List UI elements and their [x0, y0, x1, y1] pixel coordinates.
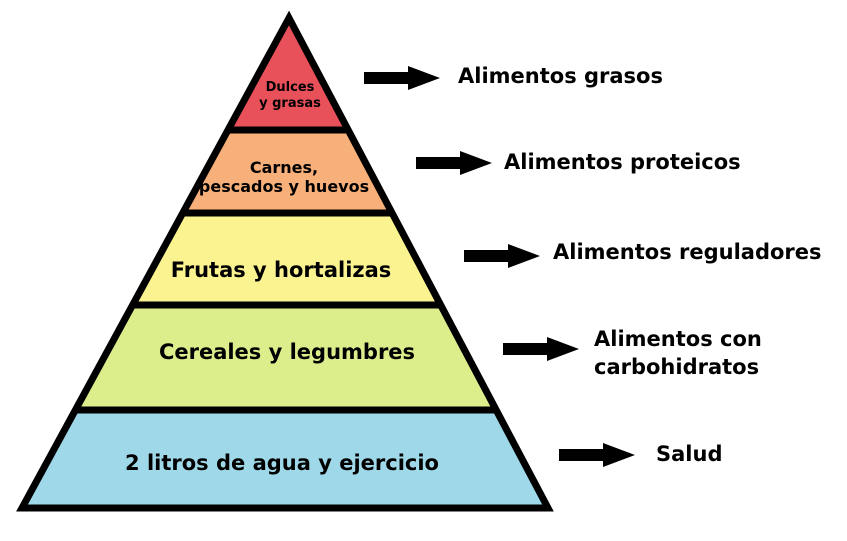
category-label-carbohydrates-line-1: Alimentos con: [594, 327, 762, 351]
tier-fruits-band: [132, 213, 441, 305]
tier-water-band: [22, 410, 548, 508]
category-label-health-line-1: Salud: [656, 442, 723, 466]
arrow-icon-regulators: [464, 244, 540, 268]
category-label-proteins: Alimentos proteicos: [504, 148, 741, 176]
category-label-fats-line-1: Alimentos grasos: [458, 64, 663, 88]
tier-sweets-band: [227, 18, 349, 130]
category-label-health: Salud: [656, 440, 722, 468]
pyramid-outline: [16, 10, 554, 512]
tier-label-sweets-line-2: y grasas: [259, 95, 321, 111]
tier-label-fruits: Frutas y hortalizas: [171, 258, 392, 283]
tier-label-proteins-line-2: pescados y huevos: [198, 177, 370, 197]
category-label-regulators: Alimentos reguladores: [553, 238, 822, 266]
tier-label-proteins-line-1: Carnes,: [249, 158, 319, 177]
tier-label-cereals-line-1: Cereales y legumbres: [158, 340, 416, 364]
tier-label-fruits-line-1: Frutas y hortalizas: [170, 258, 392, 282]
tier-label-cereals: Cereales y legumbres: [159, 340, 415, 365]
arrow-icon-carbohydrates: [503, 337, 579, 361]
tier-label-sweets-line-1: Dulces: [265, 80, 315, 95]
arrow-icon-fats: [364, 66, 440, 90]
arrow-icon-health: [559, 443, 635, 467]
tier-label-sweets: Dulces y grasas: [259, 80, 321, 111]
category-label-regulators-line-1: Alimentos reguladores: [553, 240, 822, 264]
tier-proteins-band: [182, 130, 393, 213]
tier-label-water: 2 litros de agua y ejercicio: [125, 451, 439, 476]
category-label-fats: Alimentos grasos: [458, 62, 663, 90]
arrow-icon-proteins: [416, 151, 492, 175]
category-label-carbohydrates: Alimentos con carbohidratos: [594, 325, 762, 382]
category-label-carbohydrates-line-2: carbohidratos: [594, 355, 760, 380]
tier-label-water-line-1: 2 litros de agua y ejercicio: [125, 451, 439, 475]
tier-label-proteins: Carnes, pescados y huevos: [199, 158, 369, 196]
tier-cereals-band: [75, 305, 497, 410]
category-label-proteins-line-1: Alimentos proteicos: [504, 150, 741, 174]
